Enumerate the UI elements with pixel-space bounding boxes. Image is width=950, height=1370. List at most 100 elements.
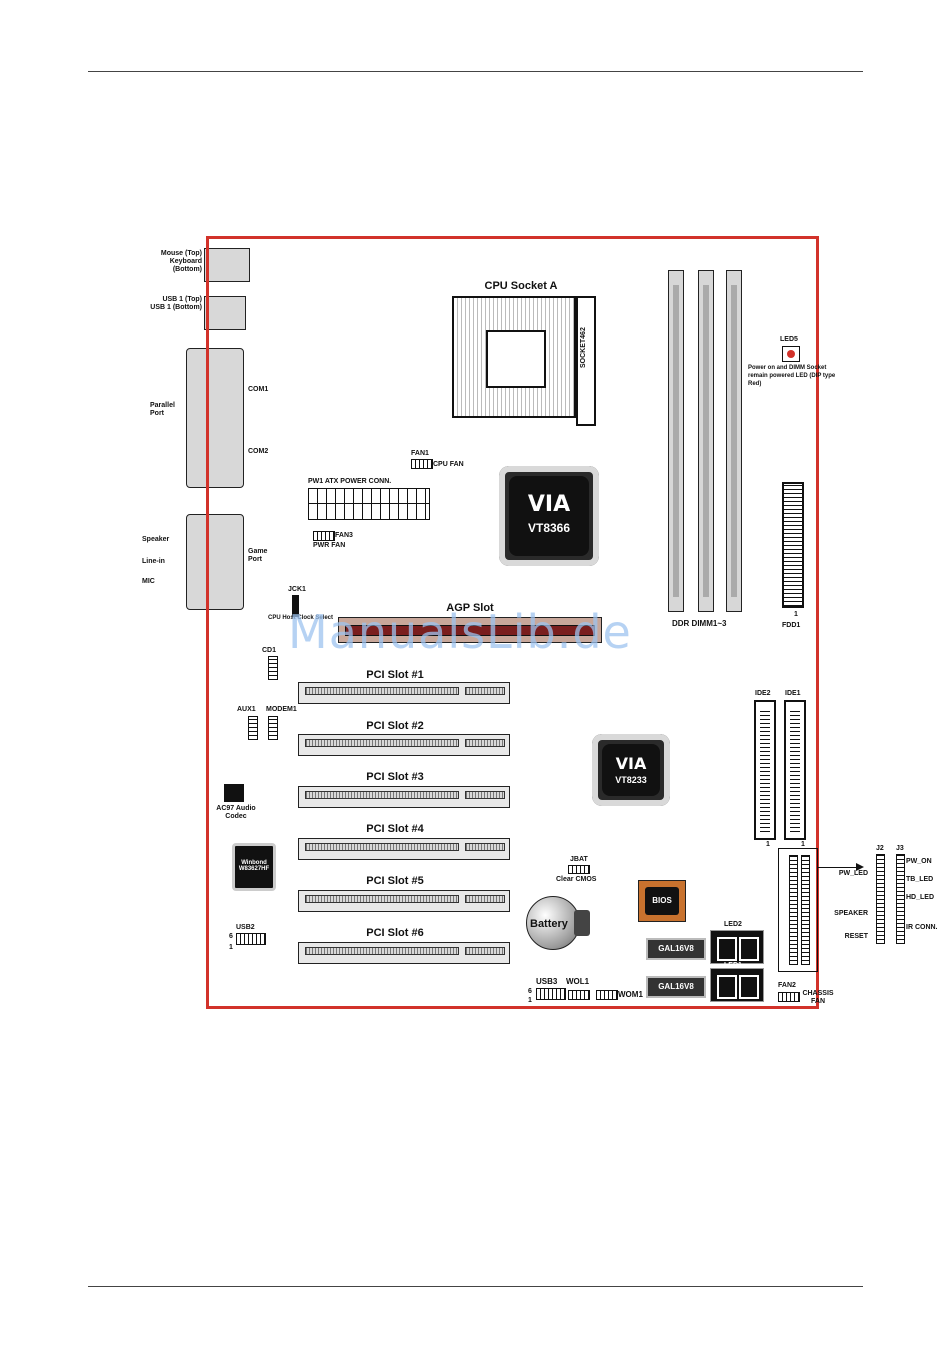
wol1-header — [568, 990, 590, 1000]
panel-speaker: SPEAKER — [834, 910, 868, 917]
ps2-port — [204, 248, 250, 282]
ide1-connector — [784, 700, 806, 840]
cpu-socket — [452, 296, 576, 418]
watermark: ManualsLib.de — [288, 605, 632, 659]
bios-chip: BIOS — [638, 880, 686, 922]
clear-cmos-label: Clear CMOS — [556, 876, 597, 883]
j3-label: J3 — [896, 845, 904, 852]
atx-power-connector — [308, 488, 430, 520]
panel-pw-on: PW_ON — [906, 858, 932, 865]
southbridge-chip: VIA VT8233 — [592, 734, 670, 806]
pci-slot-3 — [298, 786, 510, 808]
gal-chip-2: GAL16V8 — [646, 976, 706, 998]
fan2-label: FAN2 — [778, 982, 796, 989]
j3-header — [896, 854, 905, 944]
dimm-slot-2 — [698, 270, 714, 612]
com2-label: COM2 — [248, 448, 269, 455]
cpu-socket-label: CPU Socket A — [484, 280, 558, 292]
gal-1-label: GAL16V8 — [658, 944, 694, 953]
panel-pw-led: PW_LED — [838, 870, 868, 877]
game-port-label: Game Port — [248, 548, 268, 563]
led5-desc: Power on and DIMM Socket remain powered … — [748, 365, 836, 387]
led2-display — [710, 930, 764, 964]
fan3-label: FAN3 — [335, 532, 353, 539]
led2-label: LED2 — [724, 921, 742, 928]
usb2-pin1: 1 — [229, 944, 233, 951]
pci-slot-1-label: PCI Slot #1 — [366, 669, 424, 681]
panel-ir-conn: IR CONN. — [906, 924, 938, 931]
socket-lever: SOCKET462 — [576, 296, 596, 426]
winbond-chip: Winbond W83627HF — [232, 843, 276, 891]
northbridge-brand: VIA — [527, 492, 571, 517]
line-in-label: Line-in — [142, 558, 165, 565]
front-panel-connector — [778, 848, 818, 972]
wom1-label: WOM1 — [618, 990, 643, 999]
pci-slot-6 — [298, 942, 510, 964]
ide2-pin: 1 — [766, 841, 770, 848]
usb3-label: USB3 — [536, 977, 558, 986]
fan2-header — [778, 992, 800, 1002]
usb3-header — [536, 988, 566, 1000]
parallel-port — [186, 348, 244, 488]
fan3-desc: PWR FAN — [313, 542, 346, 549]
usb3-pin6: 6 — [528, 988, 532, 995]
usb2-pin6: 6 — [229, 933, 233, 940]
ac97-chip — [224, 784, 244, 802]
wol1-label: WOL1 — [566, 977, 590, 986]
ide1-pin: 1 — [801, 841, 805, 848]
pw1-label: PW1 ATX POWER CONN. — [308, 478, 392, 485]
top-rule — [88, 71, 863, 72]
pci-slot-4-label: PCI Slot #4 — [366, 823, 424, 835]
fan1-label: FAN1 — [411, 450, 429, 457]
southbridge-brand: VIA — [615, 754, 647, 773]
aux1-header — [248, 716, 258, 740]
cd1-label: CD1 — [262, 647, 277, 654]
j2-header — [876, 854, 885, 944]
gal-chip-1: GAL16V8 — [646, 938, 706, 960]
ac97-label: AC97 Audio Codec — [216, 805, 256, 820]
panel-tb-led: TB_LED — [906, 876, 934, 883]
battery-clip — [574, 910, 590, 936]
ide2-label: IDE2 — [755, 690, 771, 697]
battery-label: Battery — [530, 918, 568, 930]
pci-slot-2-label: PCI Slot #2 — [366, 720, 424, 732]
led5-label: LED5 — [780, 336, 798, 343]
fdd-connector — [782, 482, 804, 608]
modem1-header — [268, 716, 278, 740]
usb3-pin1: 1 — [528, 997, 532, 1004]
panel-reset: RESET — [844, 933, 868, 940]
usb2-label: USB2 — [236, 924, 255, 931]
wom1-header — [596, 990, 618, 1000]
pci-slot-5-label: PCI Slot #5 — [366, 875, 424, 887]
ide1-label: IDE1 — [785, 690, 801, 697]
fan1-header — [411, 459, 433, 469]
jbat-jumper — [568, 865, 590, 874]
usb-port — [204, 296, 246, 330]
pci-slot-3-label: PCI Slot #3 — [366, 771, 424, 783]
battery — [526, 896, 580, 950]
winbond-label: Winbond W83627HF — [238, 860, 270, 872]
panel-hd-led: HD_LED — [906, 894, 935, 901]
northbridge-model: VT8366 — [527, 521, 571, 535]
arrow-head — [856, 863, 864, 871]
fan3-header — [313, 531, 335, 541]
jck1-jumper — [292, 595, 299, 617]
fan1-desc: CPU FAN — [433, 461, 464, 468]
usb1-label: USB 1 (Top) USB 1 (Bottom) — [150, 296, 202, 311]
usb2-header — [236, 933, 266, 945]
pci-slot-6-label: PCI Slot #6 — [366, 927, 424, 939]
gal-2-label: GAL16V8 — [658, 982, 694, 991]
aux1-label: AUX1 — [237, 706, 256, 713]
jck1-label: JCK1 — [288, 586, 306, 593]
agp-slot — [338, 617, 602, 643]
agp-label: AGP Slot — [446, 602, 494, 614]
jbat-label: JBAT — [570, 856, 588, 863]
socket-chip-label: SOCKET462 — [580, 327, 587, 368]
parallel-label: Parallel Port — [150, 402, 175, 417]
ide2-connector — [754, 700, 776, 840]
fdd-pin: 1 — [794, 611, 798, 618]
mic-label: MIC — [142, 578, 155, 585]
led1-display — [710, 968, 764, 1002]
led1-label: LED1 — [724, 962, 742, 969]
motherboard-outline — [206, 236, 819, 1009]
